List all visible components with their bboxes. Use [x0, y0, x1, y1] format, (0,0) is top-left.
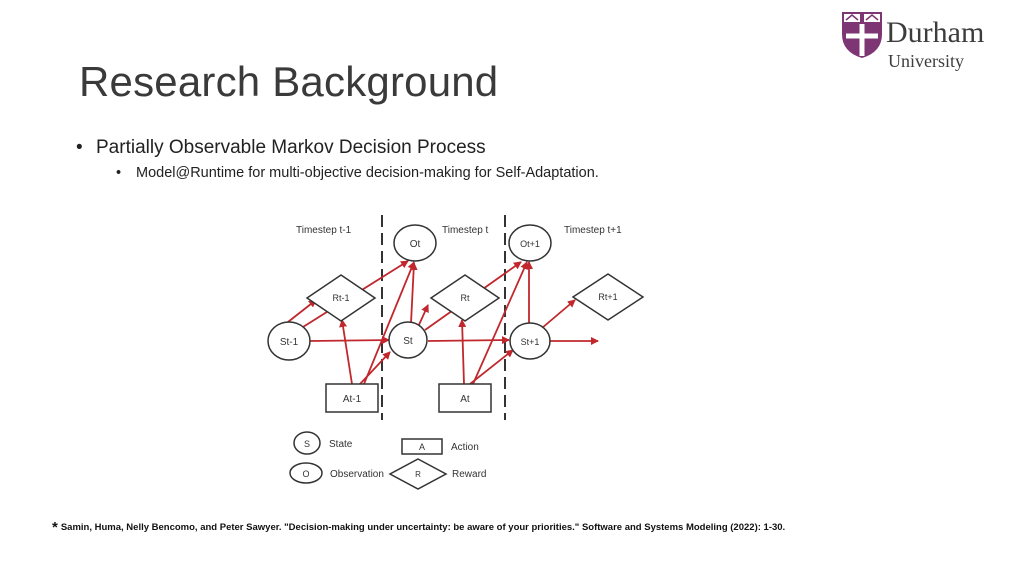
legend-observation-letter: O — [302, 469, 309, 479]
arrow — [541, 299, 576, 329]
observation-node — [508, 224, 552, 262]
state-label: St+1 — [521, 337, 540, 347]
logo-text-durham: Durham — [886, 16, 985, 49]
legend-action-text: Action — [451, 442, 479, 453]
bullet-model-runtime-text: Model@Runtime for multi-objective decisi… — [136, 165, 599, 181]
shield-icon — [842, 12, 882, 58]
action-label: At-1 — [343, 394, 362, 405]
state-node — [388, 321, 428, 359]
legend-observation-text: Observation — [330, 469, 384, 480]
slide-title: Research Background — [79, 58, 499, 105]
arrow — [359, 351, 391, 385]
arrow — [469, 349, 514, 385]
state-node — [509, 322, 551, 360]
legend-reward-symbol — [388, 458, 448, 490]
legend-state-text: State — [329, 439, 353, 450]
bullet-dot: • — [76, 137, 83, 158]
legend-state-letter: S — [304, 439, 310, 449]
diagram-legend: S State A Action O Observation R Reward — [289, 431, 486, 490]
arrow — [409, 262, 418, 324]
arrow — [427, 336, 510, 345]
arrow — [309, 336, 390, 345]
action-node — [438, 383, 492, 413]
bullet-pomdp-text: Partially Observable Markov Decision Pro… — [96, 137, 486, 158]
observation-label: Ot+1 — [520, 239, 540, 249]
timestep-label: Timestep t-1 — [296, 225, 352, 236]
logo-text-university: University — [888, 51, 964, 71]
legend-reward-text: Reward — [452, 469, 486, 480]
observation-node — [393, 224, 437, 262]
observation-label: Ot — [410, 239, 421, 250]
footnote-text: Samin, Huma, Nelly Bencomo, and Peter Sa… — [60, 522, 786, 533]
arrow — [339, 319, 353, 385]
footnote-marker: * — [52, 519, 58, 536]
legend-state-symbol — [293, 431, 321, 455]
arrow — [458, 319, 467, 385]
legend-observation-symbol — [289, 462, 323, 484]
reward-node — [571, 273, 645, 321]
reward-label: Rt+1 — [598, 292, 617, 302]
arrow — [287, 299, 317, 323]
bullet-dot: • — [116, 165, 122, 181]
arrow — [417, 304, 429, 328]
state-node — [267, 321, 311, 361]
arrow — [363, 261, 416, 385]
arrow — [472, 261, 528, 385]
citation-footnote: *Samin, Huma, Nelly Bencomo, and Peter S… — [52, 519, 785, 536]
timestep-label: Timestep t+1 — [564, 225, 622, 236]
reward-node — [305, 274, 377, 322]
bullet-model-runtime: • Model@Runtime for multi-objective decis… — [116, 165, 599, 181]
action-label: At — [460, 394, 470, 405]
legend-reward-letter: R — [415, 470, 421, 479]
reward-node — [429, 274, 501, 322]
action-node — [325, 383, 379, 413]
reward-label: Rt-1 — [332, 293, 349, 303]
bullet-pomdp: • Partially Observable Markov Decision Pr… — [76, 137, 486, 159]
legend-action-symbol — [401, 438, 443, 455]
legend-action-letter: A — [419, 442, 425, 452]
state-label: St-1 — [280, 337, 299, 348]
reward-label: Rt — [461, 293, 470, 303]
durham-university-logo: Durham University — [840, 8, 1000, 78]
timestep-label: Timestep t — [442, 225, 489, 236]
state-label: St — [403, 336, 413, 347]
